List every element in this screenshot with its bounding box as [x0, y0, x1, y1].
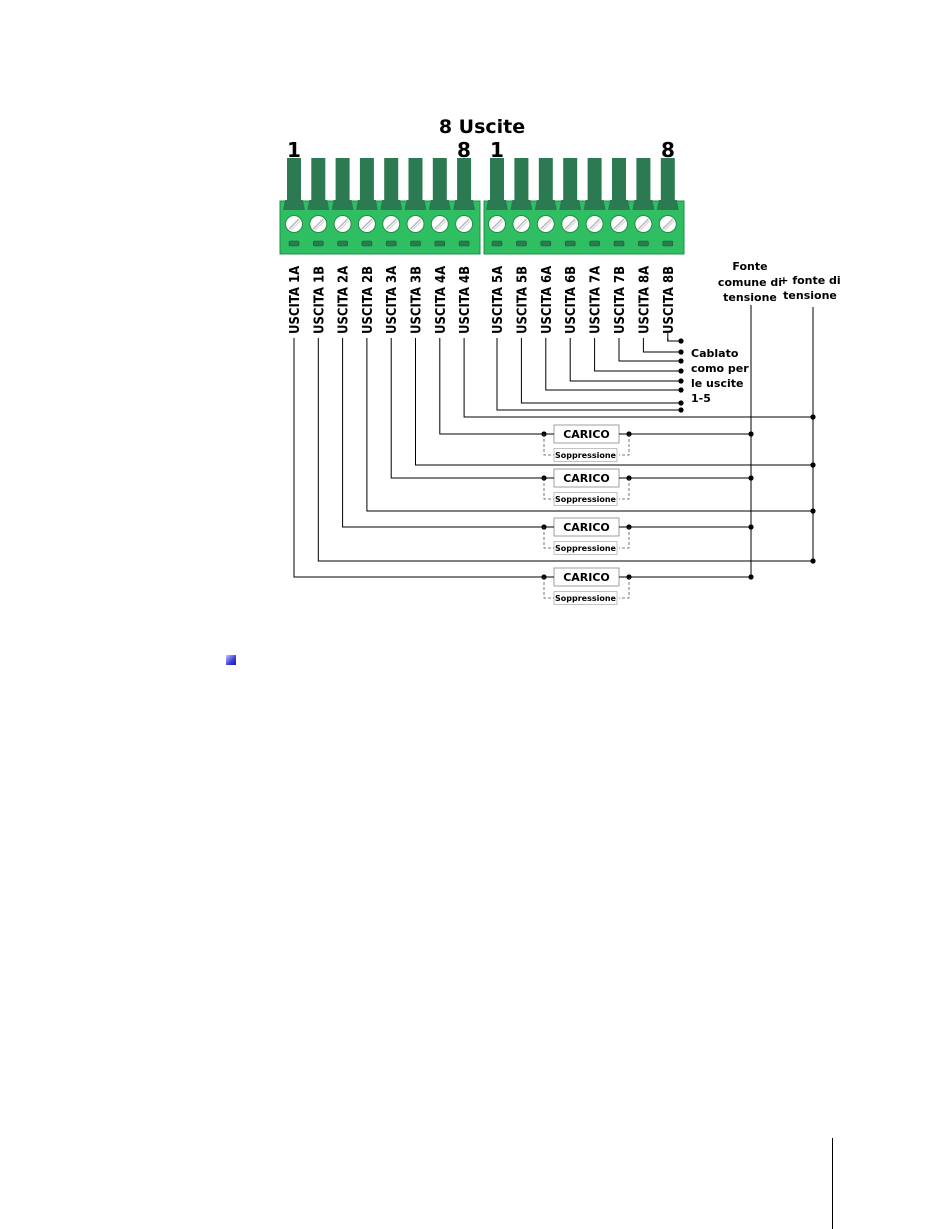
junction-dot	[810, 462, 816, 468]
load-box: CARICO Soppressione	[543, 567, 630, 605]
wire	[463, 338, 813, 418]
wired-as-outputs-note: Cablato como per le uscite 1-5	[691, 347, 749, 405]
wired-note-line-4: 1-5	[691, 392, 711, 405]
load-label: CARICO	[563, 472, 610, 485]
bullet-icon	[226, 655, 236, 665]
junction-dot	[748, 431, 754, 437]
wire	[317, 338, 813, 562]
pin-label: USCITA 7B	[613, 266, 628, 334]
pin-label: USCITA 4B	[458, 266, 473, 334]
diagram-title: 8 Uscite	[439, 116, 525, 138]
pin-label: USCITA 6A	[540, 266, 555, 334]
wire	[439, 338, 544, 435]
terminal-pin	[380, 158, 403, 247]
pin-label: USCITA 5A	[491, 266, 506, 334]
wire	[642, 338, 681, 353]
pin-label: USCITA 6B	[564, 266, 579, 334]
connector-2-start-number: 1	[490, 138, 504, 162]
junction-dot	[748, 475, 754, 481]
load-box: CARICO Soppressione	[543, 424, 630, 462]
junction-dot	[678, 387, 684, 393]
pin-label: USCITA 2A	[337, 266, 352, 334]
wire	[496, 338, 681, 411]
load-label: CARICO	[563, 571, 610, 584]
suppression-label: Soppressione	[555, 544, 617, 553]
terminal-pin	[486, 158, 508, 247]
wire	[293, 338, 544, 578]
terminal-pin	[583, 158, 606, 247]
common-source-line-1: Fonte	[732, 260, 767, 273]
terminal-pin	[453, 158, 476, 247]
junction-dot	[810, 508, 816, 514]
connector-1-start-number: 1	[287, 138, 301, 162]
terminal-pin	[656, 158, 679, 247]
wire	[667, 333, 679, 342]
suppression-label: Soppressione	[555, 451, 617, 460]
page-edge-rule	[832, 1138, 833, 1229]
junction-dot	[748, 524, 754, 530]
terminal-pin	[510, 158, 533, 247]
wire	[569, 338, 681, 382]
wire	[415, 338, 813, 466]
wire	[366, 338, 813, 512]
junction-dot	[810, 558, 816, 564]
junction-dot	[678, 358, 684, 364]
load-box: CARICO Soppressione	[543, 517, 630, 555]
wire	[520, 338, 681, 404]
pin-label: USCITA 3A	[385, 266, 400, 334]
common-source-line-2: comune di	[718, 276, 782, 289]
suppression-label: Soppressione	[555, 495, 617, 504]
pin-label: USCITA 7A	[589, 266, 604, 334]
wire	[618, 338, 681, 362]
plus-source-line-1: + fonte di	[779, 274, 840, 287]
terminal-pin	[355, 158, 378, 247]
plus-source-label: + fonte di tensione	[779, 274, 840, 302]
junction-dot	[748, 574, 754, 580]
pin-label: USCITA 2B	[361, 266, 376, 334]
junction-dot	[678, 400, 684, 406]
wire	[390, 338, 544, 479]
wired-note-line-1: Cablato	[691, 347, 739, 360]
wire	[594, 338, 681, 372]
pin-label: USCITA 8A	[637, 266, 652, 334]
wire	[545, 338, 681, 391]
junction-dot	[678, 378, 684, 384]
terminal-pin	[428, 158, 451, 247]
terminal-pin	[534, 158, 557, 247]
junction-dot	[678, 338, 684, 344]
common-source-line-3: tensione	[723, 291, 777, 304]
pin-label: USCITA 5B	[515, 266, 530, 334]
pin-label: USCITA 1B	[312, 266, 327, 334]
suppression-label: Soppressione	[555, 594, 617, 603]
terminal-pin	[331, 158, 354, 247]
wired-note-line-2: como per	[691, 362, 749, 375]
pin-label: USCITA 4A	[434, 266, 449, 334]
terminal-pin	[307, 158, 330, 247]
connector-1-end-number: 8	[457, 138, 471, 162]
load-label: CARICO	[563, 428, 610, 441]
terminal-pin	[632, 158, 655, 247]
wired-note-line-3: le uscite	[691, 377, 743, 390]
load-label: CARICO	[563, 521, 610, 534]
common-source-label: Fonte comune di tensione	[718, 260, 782, 304]
junction-dot	[678, 368, 684, 374]
wire	[342, 338, 544, 528]
connector-2-end-number: 8	[661, 138, 675, 162]
load-box: CARICO Soppressione	[543, 468, 630, 506]
terminal-pin	[404, 158, 427, 247]
junction-dot	[678, 407, 684, 413]
terminal-pin	[283, 158, 305, 247]
pin-label: USCITA 3B	[410, 266, 425, 334]
pin-label: USCITA 1A	[288, 266, 303, 334]
junction-dot	[678, 349, 684, 355]
terminal-pin	[608, 158, 630, 247]
junction-dot	[810, 414, 816, 420]
plus-source-line-2: tensione	[783, 289, 837, 302]
terminal-pin	[559, 158, 582, 247]
pin-label: USCITA 8B	[662, 266, 677, 334]
